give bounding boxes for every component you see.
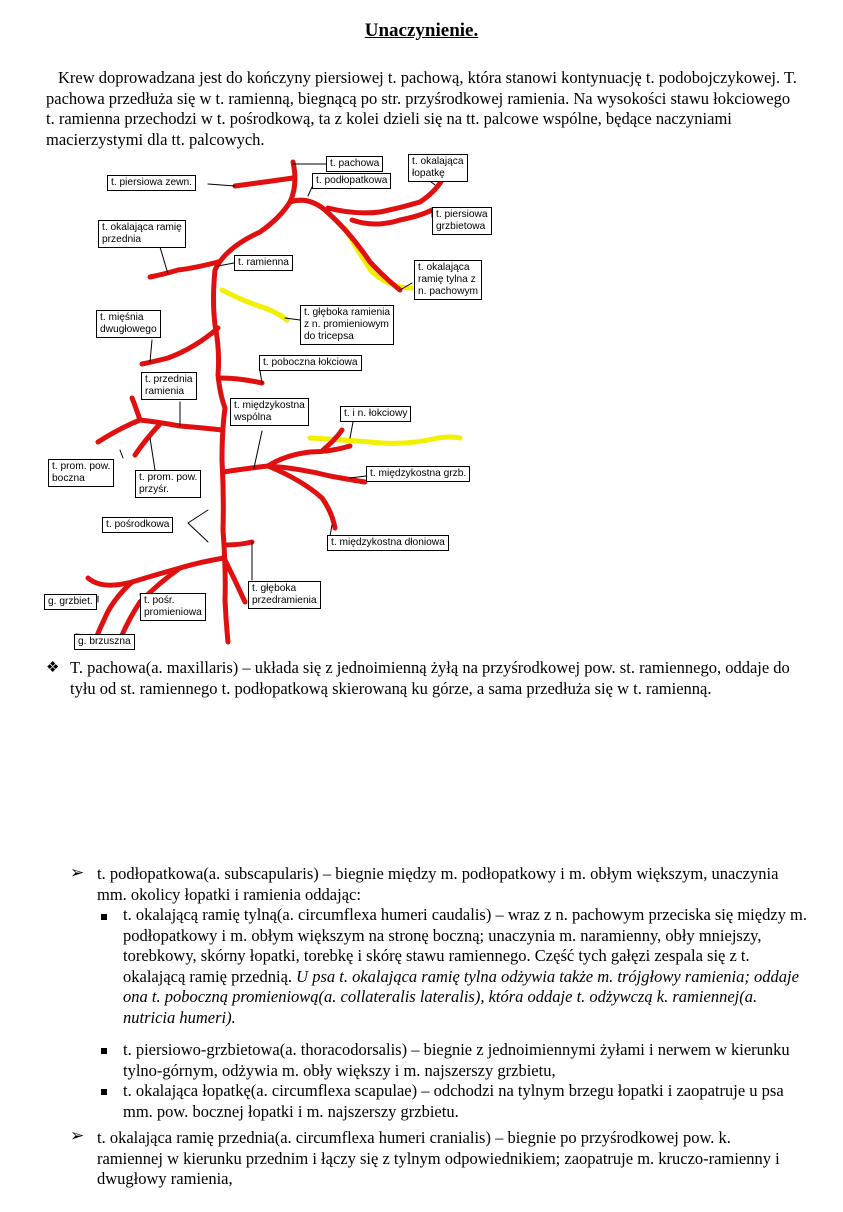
- leader-lokc: [350, 422, 353, 438]
- label-miedzykostna-grzb: t. międzykostna grzb.: [366, 466, 470, 482]
- label-miedzykostna-wspolna: t. międzykostna wspólna: [230, 398, 309, 426]
- label-okalajaca-ramie-tylna-text: t. okalająca ramię tylna z n. pachowym: [418, 262, 478, 298]
- label-g-brzuszna-text: g. brzuszna: [78, 636, 131, 648]
- artery-thoracic-ext: [235, 178, 293, 186]
- label-gleboka-ramienia-text: t. głęboka ramienia z n. promieniowym do…: [304, 307, 390, 343]
- label-posrodkowa-text: t. pośrodkowa: [106, 519, 169, 531]
- item-subscapular: t. podłopatkowa(a. subscapularis) – bieg…: [97, 864, 797, 905]
- label-g-brzuszna: g. brzuszna: [74, 634, 135, 650]
- artery-circumflex-cranial: [150, 262, 218, 277]
- label-miedzykostna-dloniowa: t. międzykostna dłoniowa: [327, 535, 449, 551]
- page-title: Unaczynienie.: [0, 20, 843, 42]
- label-ramienna-text: t. ramienna: [238, 257, 289, 269]
- label-g-grzbiet-text: g. grzbiet.: [48, 596, 93, 608]
- label-okalajaca-lopatke: t. okalająca łopatkę: [408, 154, 468, 182]
- label-gleboka-ramienia: t. głęboka ramienia z n. promieniowym do…: [300, 305, 394, 345]
- label-piersiowa-zewn: t. piersiowa zewn.: [107, 175, 196, 191]
- square-bullet-icon: [101, 1089, 107, 1095]
- label-podlopatkowa: t. podłopatkowa: [312, 173, 391, 189]
- nerve-axillary: [345, 228, 412, 288]
- label-ramienna: t. ramienna: [234, 255, 293, 271]
- subitem-circumflex-scapulae: t. okalająca łopatkę(a. circumflexa scap…: [123, 1081, 811, 1122]
- label-miesnia-dwuglowego-text: t. mięśnia dwugłowego: [100, 312, 157, 336]
- arrow-bullet-icon: ➢: [70, 1126, 84, 1146]
- label-piersiowa-zewn-text: t. piersiowa zewn.: [111, 177, 192, 189]
- leader-miedz-wsp: [254, 431, 262, 468]
- label-pachowa: t. pachowa: [326, 156, 383, 172]
- label-posr-promieniowa: t. pośr. promieniowa: [140, 593, 206, 621]
- leader-prom-bocz: [120, 450, 123, 458]
- square-bullet-icon: [101, 1048, 107, 1054]
- label-prom-pow-boczna: t. prom. pow. boczna: [48, 459, 114, 487]
- label-prom-pow-przysr-text: t. prom. pow. przyśr.: [139, 472, 197, 496]
- label-posr-promieniowa-text: t. pośr. promieniowa: [144, 595, 202, 619]
- leader-dwugl: [150, 340, 152, 362]
- arrow-bullet-icon: ➢: [70, 863, 84, 883]
- artery-deep-antebrachial: [224, 542, 252, 545]
- label-i-n-lokciowy-text: t. i n. łokciowy: [344, 408, 407, 420]
- label-gleboka-przedramienia: t. głęboka przedramienia: [248, 581, 321, 609]
- label-piersiowa-grzbietowa: t. piersiowa grzbietowa: [432, 207, 492, 235]
- label-przednia-ramienia: t. przednia ramienia: [141, 372, 197, 400]
- label-podlopatkowa-text: t. podłopatkowa: [316, 175, 387, 187]
- artery-diagram: t. pachowa t. okalająca łopatkę t. piers…: [40, 150, 500, 655]
- label-okalajaca-ramie-przednia-text: t. okalająca ramię przednia: [102, 222, 182, 246]
- label-miedzykostna-dloniowa-text: t. międzykostna dłoniowa: [331, 537, 445, 549]
- label-i-n-lokciowy: t. i n. łokciowy: [340, 406, 411, 422]
- label-piersiowa-grzbietowa-text: t. piersiowa grzbietowa: [436, 209, 488, 233]
- artery-radial-medial: [135, 424, 160, 455]
- subitem-circumflex-caudal: t. okalającą ramię tylną(a. circumflexa …: [123, 905, 811, 1028]
- leader-prom-przy: [150, 438, 155, 470]
- subitem-thoracodorsal: t. piersiowo-grzbietowa(a. thoracodorsal…: [123, 1040, 811, 1081]
- square-bullet-icon: [101, 914, 107, 920]
- leader-posr-2: [188, 523, 208, 542]
- artery-median-split: [88, 558, 224, 585]
- label-miedzykostna-grzb-text: t. międzykostna grzb.: [370, 468, 466, 480]
- label-g-grzbiet: g. grzbiet.: [44, 594, 97, 610]
- label-posrodkowa: t. pośrodkowa: [102, 517, 173, 533]
- leader-miedz-grzb: [350, 476, 366, 478]
- artery-radial-lateral: [132, 398, 140, 420]
- label-przednia-ramienia-text: t. przednia ramienia: [145, 374, 193, 398]
- label-gleboka-przedramienia-text: t. głęboka przedramienia: [252, 583, 317, 607]
- label-prom-pow-przysr: t. prom. pow. przyśr.: [135, 470, 201, 498]
- label-pachowa-text: t. pachowa: [330, 158, 379, 170]
- leader-zewn: [208, 184, 235, 186]
- leader-ramie-przed: [160, 247, 168, 274]
- label-poboczna-lokciowa: t. poboczna łokciowa: [259, 355, 362, 371]
- label-poboczna-lokciowa-text: t. poboczna łokciowa: [263, 357, 358, 369]
- label-miesnia-dwuglowego: t. mięśnia dwugłowego: [96, 310, 161, 338]
- item-circumflex-cranial: t. okalająca ramię przednia(a. circumfle…: [97, 1128, 797, 1190]
- label-miedzykostna-wspolna-text: t. międzykostna wspólna: [234, 400, 305, 424]
- artery-collateral-ulnar: [220, 378, 262, 383]
- label-okalajaca-ramie-tylna: t. okalająca ramię tylna z n. pachowym: [414, 260, 482, 300]
- intro-paragraph: Krew doprowadzana jest do kończyny piers…: [46, 68, 798, 150]
- label-okalajaca-ramie-przednia: t. okalająca ramię przednia: [98, 220, 186, 248]
- label-prom-pow-boczna-text: t. prom. pow. boczna: [52, 461, 110, 485]
- label-okalajaca-lopatke-text: t. okalająca łopatkę: [412, 156, 464, 180]
- diamond-bullet-icon: ❖: [46, 658, 59, 677]
- leader-posr-1: [188, 510, 208, 523]
- bullet-axillary: T. pachowa(a. maxillaris) – układa się z…: [70, 658, 805, 699]
- nerve-radial: [222, 290, 287, 320]
- artery-branch-dorsal: [95, 582, 132, 642]
